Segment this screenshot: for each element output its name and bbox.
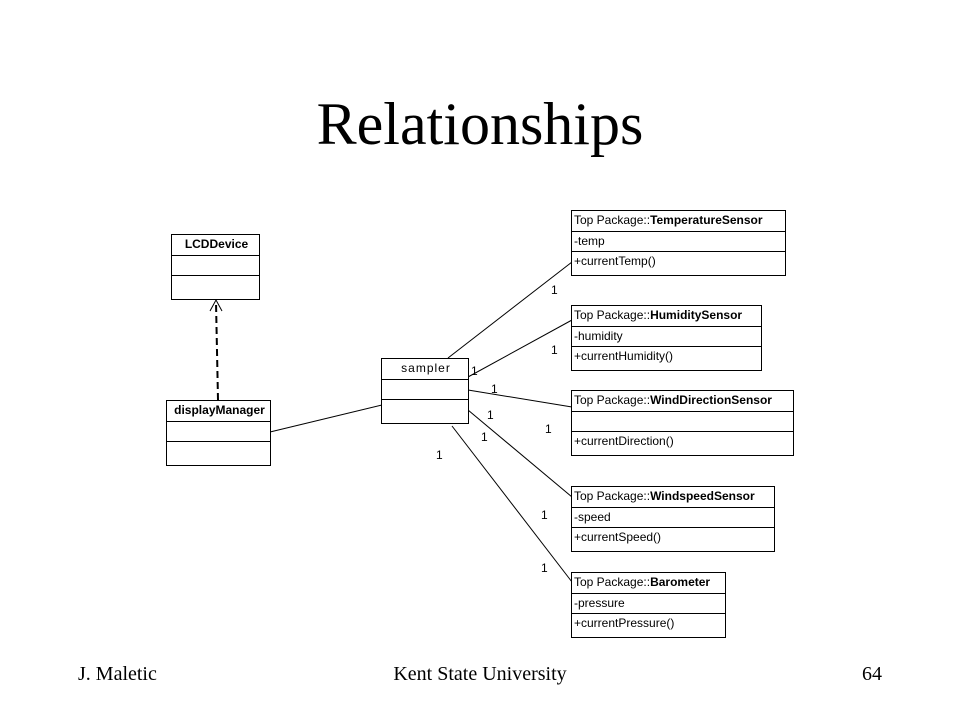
- operation-currentdirection: +currentDirection(): [572, 431, 793, 451]
- multiplicity-sampler-5: 1: [436, 448, 443, 462]
- multiplicity-sampler-3: 1: [487, 408, 494, 422]
- operation-compartment: [382, 399, 468, 419]
- class-name: sampler: [401, 361, 451, 375]
- attribute-temp: -temp: [572, 231, 785, 251]
- class-temperaturesensor[interactable]: Top Package::TemperatureSensor -temp +cu…: [571, 210, 786, 276]
- multiplicity-humidity: 1: [551, 343, 558, 357]
- attribute-compartment: [572, 411, 793, 431]
- dependency-arrowhead: [209, 298, 223, 312]
- association-display-sampler: [269, 404, 383, 433]
- association-sampler-baro: [451, 425, 573, 583]
- class-barometer[interactable]: Top Package::Barometer -pressure +curren…: [571, 572, 726, 638]
- class-displaymanager[interactable]: displayManager: [166, 400, 271, 466]
- class-sampler[interactable]: sampler: [381, 358, 469, 424]
- class-name: LCDDevice: [184, 237, 249, 251]
- attribute-speed: -speed: [572, 507, 774, 527]
- operation-currentpressure: +currentPressure(): [572, 613, 725, 633]
- class-name: Top Package::WindspeedSensor: [574, 489, 755, 503]
- multiplicity-sampler-1: 1: [471, 364, 478, 378]
- footer-page-number: 64: [862, 663, 882, 685]
- multiplicity-speed: 1: [541, 508, 548, 522]
- class-winddirectionsensor[interactable]: Top Package::WindDirectionSensor +curren…: [571, 390, 794, 456]
- multiplicity-baro: 1: [541, 561, 548, 575]
- class-name: Top Package::TemperatureSensor: [574, 213, 763, 227]
- class-name: displayManager: [174, 403, 265, 417]
- class-name: Top Package::WindDirectionSensor: [574, 393, 772, 407]
- association-sampler-humidity: [467, 319, 573, 378]
- attribute-compartment: [172, 255, 259, 275]
- operation-compartment: [167, 441, 270, 461]
- operation-currenttemp: +currentTemp(): [572, 251, 785, 271]
- attribute-compartment: [167, 421, 270, 441]
- multiplicity-wind: 1: [545, 422, 552, 436]
- operation-compartment: [172, 275, 259, 295]
- multiplicity-temp: 1: [551, 283, 558, 297]
- attribute-compartment: [382, 379, 468, 399]
- dependency-line: [215, 301, 219, 401]
- operation-currentspeed: +currentSpeed(): [572, 527, 774, 547]
- slide-title: Relationships: [316, 91, 644, 157]
- multiplicity-sampler-2: 1: [491, 382, 498, 396]
- class-name: Top Package::HumiditySensor: [574, 308, 743, 322]
- attribute-humidity: -humidity: [572, 326, 761, 346]
- operation-currenthumidity: +currentHumidity(): [572, 346, 761, 366]
- association-sampler-speed: [467, 409, 573, 498]
- footer-institution: Kent State University: [393, 663, 567, 685]
- class-lcddevice[interactable]: LCDDevice: [171, 234, 260, 300]
- multiplicity-sampler-4: 1: [481, 430, 488, 444]
- footer-author: J. Maletic: [78, 663, 157, 685]
- association-sampler-wind: [467, 389, 573, 408]
- class-windspeedsensor[interactable]: Top Package::WindspeedSensor -speed +cur…: [571, 486, 775, 552]
- class-humiditysensor[interactable]: Top Package::HumiditySensor -humidity +c…: [571, 305, 762, 371]
- attribute-pressure: -pressure: [572, 593, 725, 613]
- association-sampler-temp: [447, 261, 573, 359]
- class-name: Top Package::Barometer: [574, 575, 711, 589]
